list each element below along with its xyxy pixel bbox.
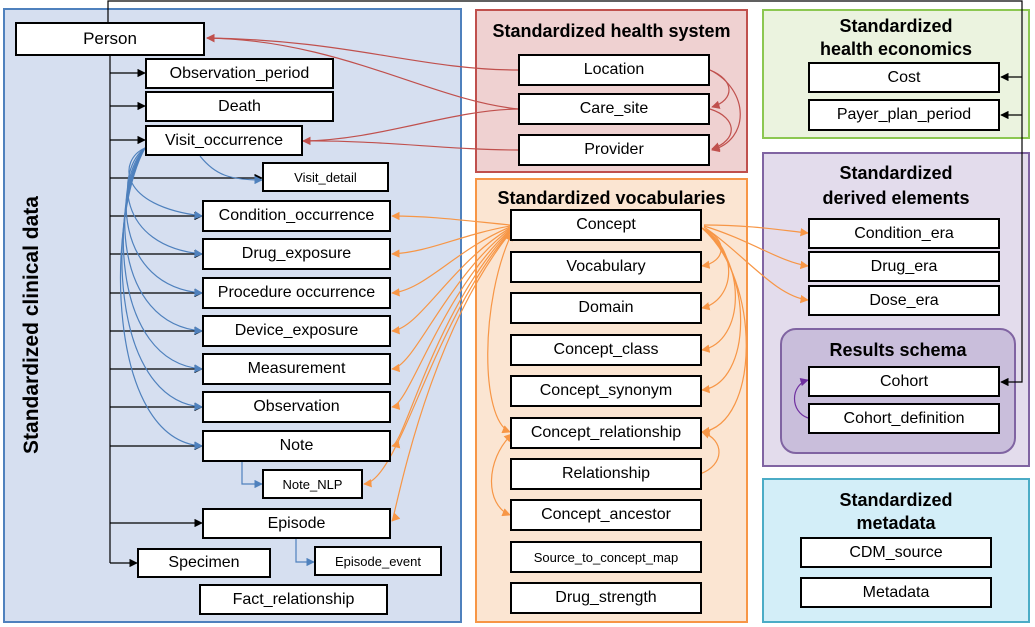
cohort-link [794,377,809,419]
care-site-table[interactable]: Care_site [518,93,710,125]
vocabularies-title: Standardized vocabularies [497,188,726,208]
fact-relationship-table[interactable]: Fact_relationship [199,584,388,615]
note-nlp-table[interactable]: Note_NLP [262,469,363,499]
payer-plan-period-table[interactable]: Payer_plan_period [808,99,1000,131]
derived-elements-title-line1: Standardized [839,163,953,183]
visit-links [119,147,315,567]
concept-class-table[interactable]: Concept_class [510,334,702,366]
observation-period-table[interactable]: Observation_period [145,58,334,89]
person-table[interactable]: Person [15,22,205,56]
concept-synonym-table[interactable]: Concept_synonym [510,375,702,407]
visit-occurrence-table[interactable]: Visit_occurrence [145,125,303,156]
domain-table[interactable]: Domain [510,292,702,324]
note-table[interactable]: Note [202,430,391,462]
dose-era-table[interactable]: Dose_era [808,285,1000,316]
concept-table[interactable]: Concept [510,209,702,241]
health-economics-title-line2: health economics [819,39,973,59]
vocabulary-table[interactable]: Vocabulary [510,251,702,283]
condition-era-table[interactable]: Condition_era [808,218,1000,249]
episode-event-table[interactable]: Episode_event [314,546,442,576]
results-schema-title: Results schema [829,340,967,360]
visit-detail-table[interactable]: Visit_detail [262,162,389,192]
drug-era-table[interactable]: Drug_era [808,251,1000,282]
source-to-concept-map-table[interactable]: Source_to_concept_map [510,541,702,573]
drug-exposure-table[interactable]: Drug_exposure [202,238,391,270]
cost-table[interactable]: Cost [808,62,1000,93]
measurement-table[interactable]: Measurement [202,353,391,385]
provider-table[interactable]: Provider [518,134,710,166]
cohort-definition-table[interactable]: Cohort_definition [808,403,1000,434]
condition-occurrence-table[interactable]: Condition_occurrence [202,200,391,232]
cdm-source-table[interactable]: CDM_source [800,537,992,568]
metadata-title-line1: Standardized [839,490,953,510]
procedure-occurrence-table[interactable]: Procedure occurrence [202,277,391,309]
location-table[interactable]: Location [518,54,710,86]
device-exposure-table[interactable]: Device_exposure [202,315,391,347]
concept-ancestor-table[interactable]: Concept_ancestor [510,499,702,531]
metadata-table[interactable]: Metadata [800,577,992,608]
health-system-title: Standardized health system [492,21,731,41]
specimen-table[interactable]: Specimen [137,548,271,578]
health-economics-title-line1: Standardized [839,16,953,36]
drug-strength-table[interactable]: Drug_strength [510,582,702,614]
cohort-table[interactable]: Cohort [808,366,1000,397]
derived-elements-title-line2: derived elements [822,188,970,208]
vocabulary-links [363,211,809,522]
death-table[interactable]: Death [145,91,334,122]
health-system-links [206,33,741,153]
relationship-table[interactable]: Relationship [510,458,702,490]
metadata-title-line2: metadata [856,513,936,533]
episode-table[interactable]: Episode [202,508,391,539]
concept-relationship-table[interactable]: Concept_relationship [510,417,702,449]
observation-table[interactable]: Observation [202,391,391,423]
